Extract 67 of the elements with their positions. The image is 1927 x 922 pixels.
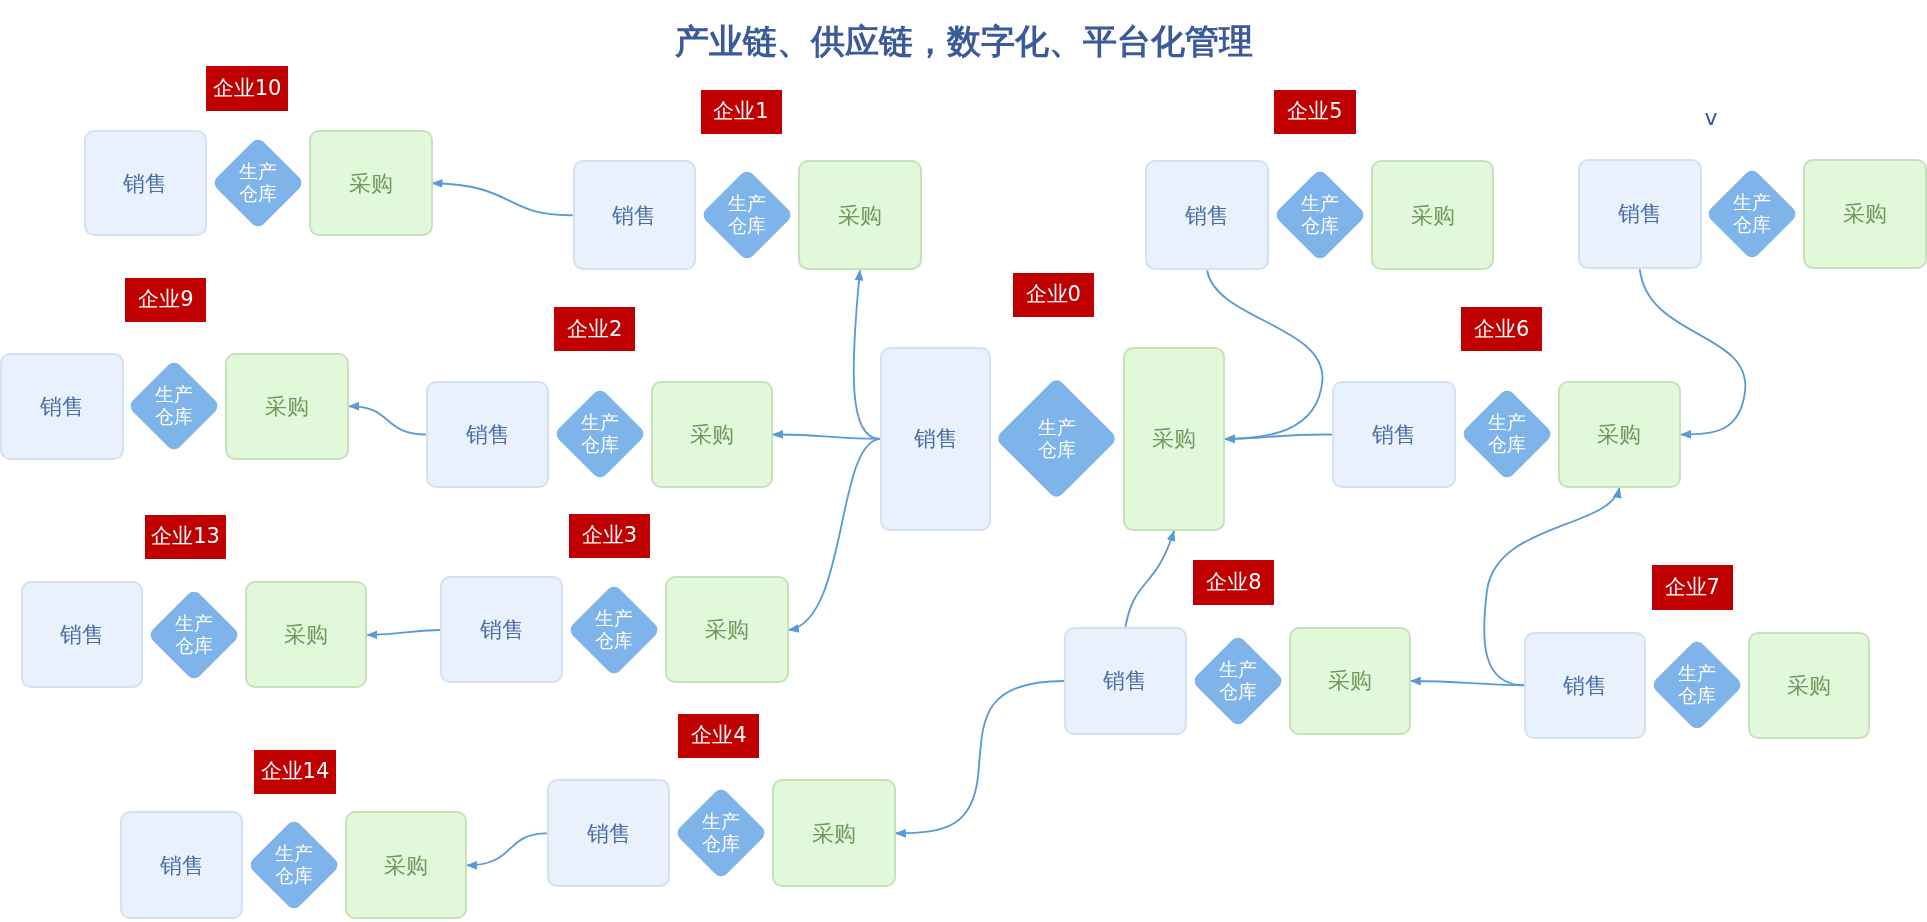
purchase-box: 采购 [1748,631,1871,739]
purchase-box: 采购 [798,159,922,271]
enterprise-tag: 企业7 [1651,565,1733,610]
purchase-box: 采购 [309,130,433,236]
enterprise-tag: 企业13 [145,514,227,560]
enterprise-tag: 企业0 [1012,272,1094,318]
enterprise-tag: 企业1 [700,89,782,134]
connector-arrow [1124,530,1175,628]
connector-arrow [1638,268,1747,439]
purchase-box: 采购 [1122,346,1226,531]
enterprise-tag: 企业3 [569,513,651,558]
purchase-box: 采购 [1370,159,1495,271]
diamond-label: 生产仓库 [154,384,195,428]
sales-box: 销售 [83,130,208,236]
diamond-label: 生产仓库 [1036,416,1077,461]
connector-arrow [431,179,574,217]
sales-box: 销售 [1577,158,1702,270]
enterprise-tag: 企业10 [206,66,288,111]
diamond-label: 生产仓库 [1217,659,1258,703]
connector-arrow [366,629,441,640]
enterprise-tag: 企业9 [125,277,207,322]
text-label: v [1704,103,1718,132]
enterprise-tag: 企业5 [1274,89,1356,134]
enterprise-tag: 企业8 [1193,560,1275,605]
diamond-label: 生产仓库 [1732,192,1773,236]
purchase-box: 采购 [1557,380,1682,488]
sales-box: 销售 [426,380,549,488]
sales-box: 销售 [1145,159,1269,271]
diamond-label: 生产仓库 [1486,412,1527,457]
sales-box: 销售 [20,581,144,689]
diamond-label: 生产仓库 [1677,663,1718,707]
diagram-title: 产业链、供应链，数字化、平台化管理 [674,20,1253,63]
sales-box: 销售 [1064,626,1187,735]
connector-arrow [1483,487,1621,687]
enterprise-tag: 企业4 [678,714,760,759]
diamond-label: 生产仓库 [701,811,742,856]
enterprise-tag: 企业14 [254,749,336,794]
sales-box: 销售 [1523,631,1647,739]
connector-arrow [787,437,881,631]
diamond-label: 生产仓库 [238,161,278,205]
enterprise-tag: 企业6 [1461,307,1543,352]
connector-arrow [894,680,1066,838]
sales-box: 销售 [546,779,671,888]
diamond-label: 生产仓库 [579,412,620,457]
purchase-box: 采购 [665,576,789,684]
purchase-box: 采购 [772,779,896,888]
connector-arrow [347,402,428,436]
purchase-box: 采购 [1803,158,1927,270]
purchase-box: 采购 [344,811,467,920]
purchase-box: 采购 [245,581,368,689]
purchase-box: 采购 [650,380,773,488]
sales-box: 销售 [1332,380,1456,488]
diamond-label: 生产仓库 [594,608,635,652]
purchase-box: 采购 [225,352,349,460]
purchase-box: 采购 [1288,626,1411,735]
sales-box: 销售 [572,159,697,271]
sales-box: 销售 [439,576,564,684]
sales-box: 销售 [879,346,992,531]
diamond-label: 生产仓库 [273,843,314,887]
diamond-label: 生产仓库 [1299,193,1340,237]
connector-arrow [1224,433,1334,444]
connector-arrow [465,832,548,870]
diamond-label: 生产仓库 [727,193,768,237]
diamond-label: 生产仓库 [174,612,215,657]
sales-box: 销售 [120,811,243,920]
enterprise-tag: 企业2 [554,307,636,352]
sales-box: 销售 [0,352,124,460]
